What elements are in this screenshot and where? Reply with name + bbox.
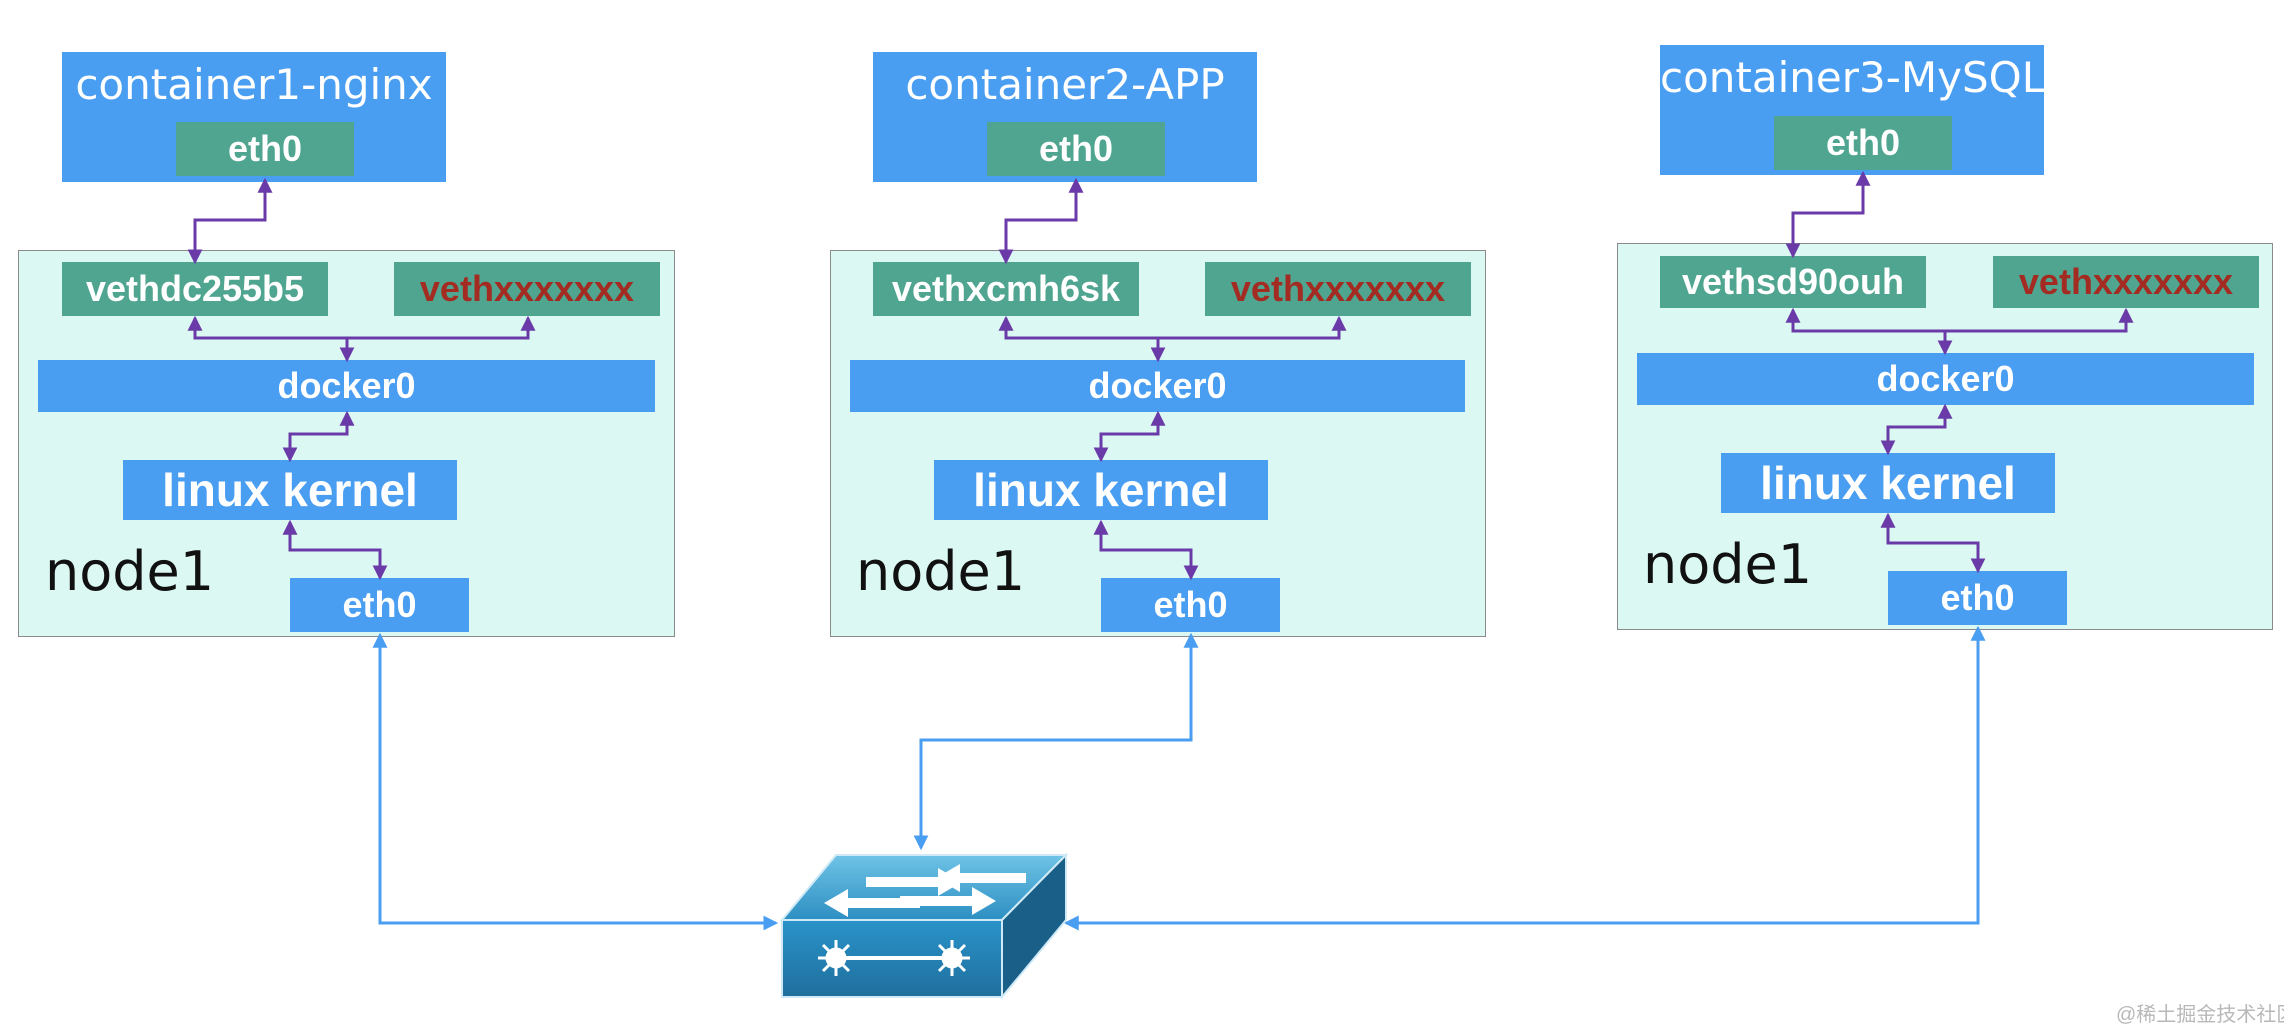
container3-eth0: eth0 xyxy=(1774,116,1952,170)
node2-veth-active: vethxcmh6sk xyxy=(873,262,1139,316)
container2-eth0: eth0 xyxy=(987,122,1165,176)
container2-title: container2-APP xyxy=(905,60,1225,109)
node3-host-eth0: eth0 xyxy=(1888,571,2067,625)
node1-linux-kernel: linux kernel xyxy=(123,460,457,520)
watermark: @稀土掘金技术社区 xyxy=(2116,1004,2284,1026)
node1-host-eth0: eth0 xyxy=(290,578,469,632)
node3-label: node1 xyxy=(1643,533,1813,596)
node2-links xyxy=(998,177,1347,581)
node3-docker0-bridge: docker0 xyxy=(1637,353,2254,405)
network-switch-icon xyxy=(779,852,1069,1000)
node3-linux-kernel: linux kernel xyxy=(1721,453,2055,513)
node1-docker0-bridge: docker0 xyxy=(38,360,655,412)
container1-title: container1-nginx xyxy=(75,60,433,109)
node3-veth-active: vethsd90ouh xyxy=(1660,256,1926,308)
container3-title: container3-MySQL xyxy=(1660,53,2046,102)
node2-host-eth0: eth0 xyxy=(1101,578,1280,632)
container1-eth0: eth0 xyxy=(176,122,354,176)
node3-links xyxy=(1785,170,2134,574)
node1-label: node1 xyxy=(45,540,215,603)
switch-links xyxy=(372,625,1986,931)
node1-links xyxy=(187,177,536,581)
node2-docker0-bridge: docker0 xyxy=(850,360,1465,412)
node1-veth-placeholder: vethxxxxxxx xyxy=(394,262,660,316)
node3-veth-placeholder: vethxxxxxxx xyxy=(1993,256,2259,308)
node2-linux-kernel: linux kernel xyxy=(934,460,1268,520)
node1-veth-active: vethdc255b5 xyxy=(62,262,328,316)
node2-label: node1 xyxy=(856,540,1026,603)
node2-veth-placeholder: vethxxxxxxx xyxy=(1205,262,1471,316)
